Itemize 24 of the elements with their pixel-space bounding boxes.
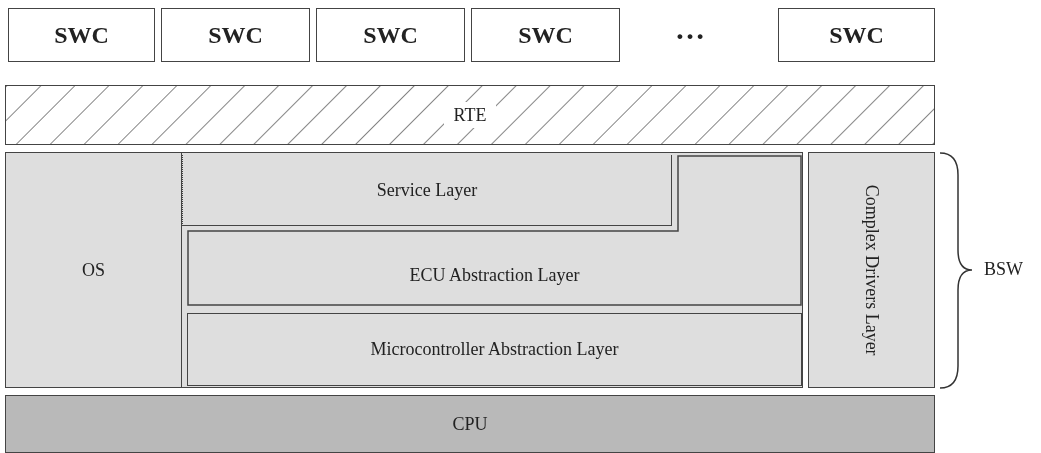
component-box (161, 8, 310, 62)
layer-label: Complex Drivers Layer (860, 183, 883, 358)
component-box (316, 8, 465, 62)
component-label: SWC (208, 21, 263, 50)
layer-box (187, 313, 802, 386)
component-label: SWC (518, 21, 573, 50)
layer-label: CPU (452, 412, 488, 436)
cpu-box (5, 395, 935, 453)
component-label: SWC (363, 21, 418, 50)
group-label: BSW (984, 259, 1023, 280)
component-box (471, 8, 620, 62)
layer-label: Service Layer (376, 178, 478, 202)
component-label: SWC (829, 21, 884, 50)
layer-box (187, 155, 802, 306)
component-label: SWC (54, 21, 109, 50)
layer-label: Microcontroller Abstraction Layer (370, 338, 619, 361)
component-box (778, 8, 935, 62)
layer-label: OS (82, 258, 105, 282)
layer-box (182, 155, 672, 226)
component-box (8, 8, 155, 62)
runtime-environment-band (5, 85, 935, 145)
layer-box (808, 152, 935, 388)
layer-label: ECU Abstraction Layer (409, 263, 580, 286)
ellipsis: … (675, 12, 705, 46)
